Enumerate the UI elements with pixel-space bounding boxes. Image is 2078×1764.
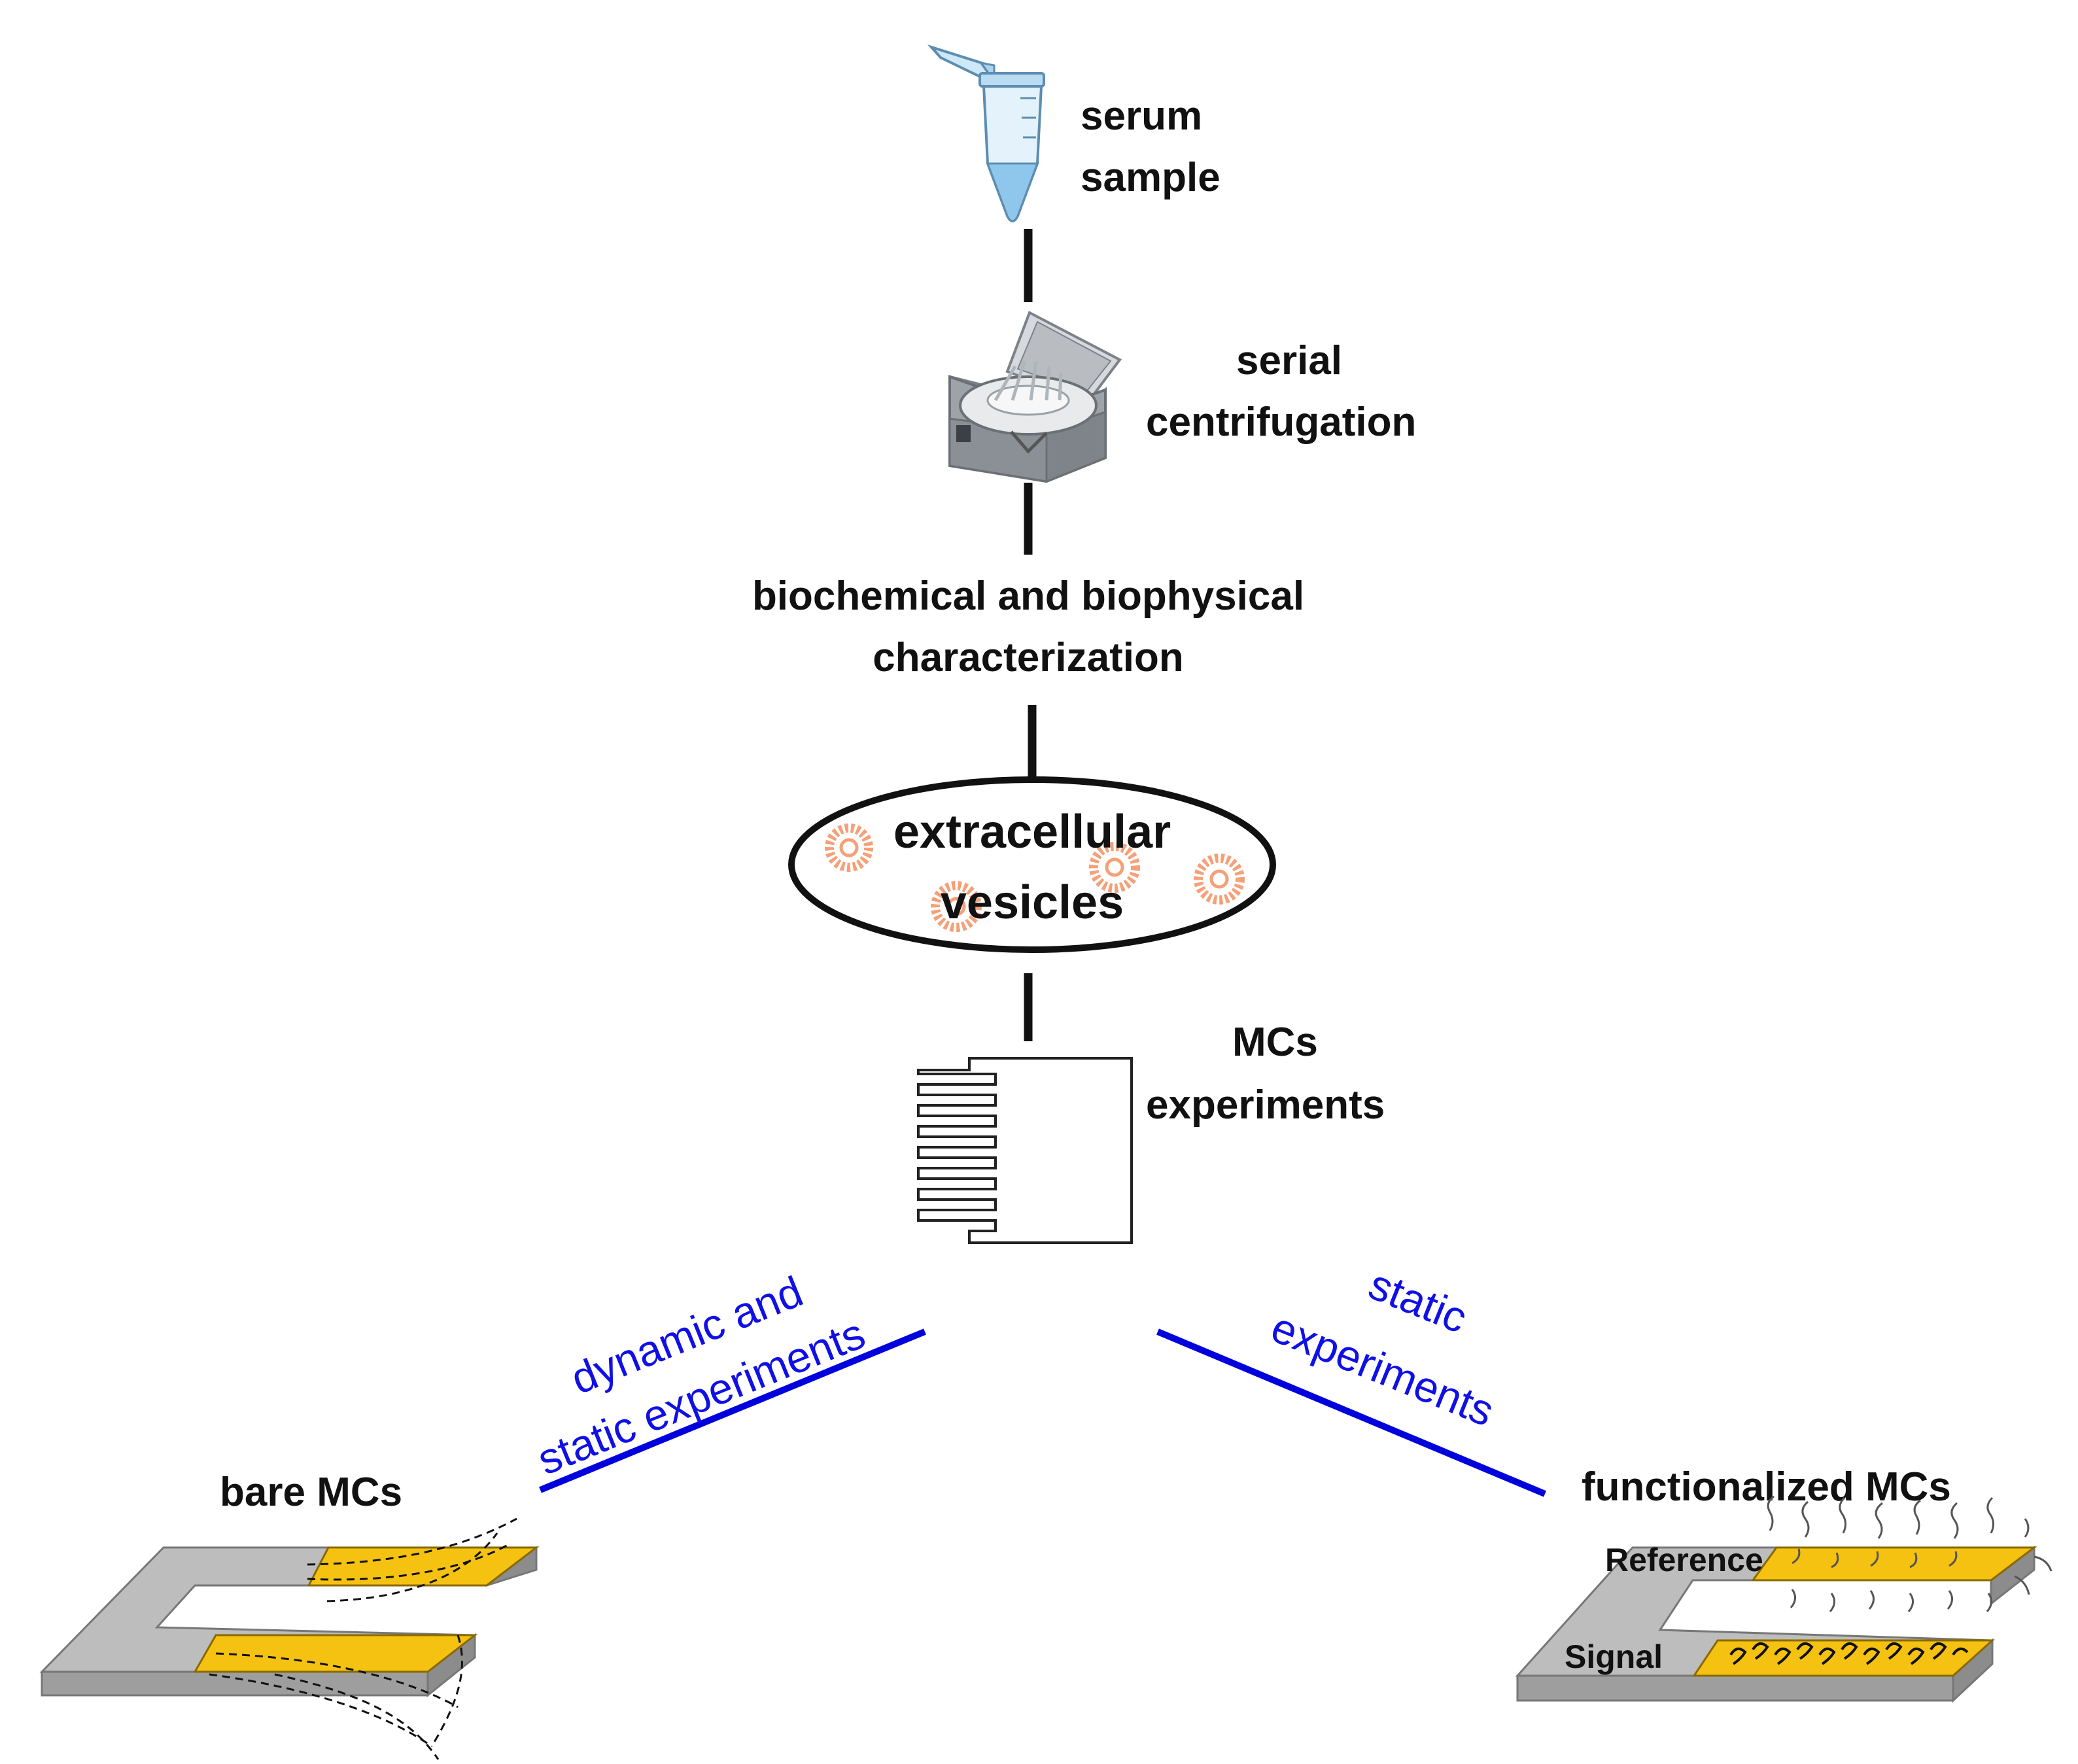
signal-label: Signal [1565, 1638, 1663, 1675]
centrifugation-label-line2: centrifugation [1146, 400, 1416, 445]
right-branch-label-line1: static [1362, 1260, 1474, 1342]
centrifugation-label-line1: serial [1236, 338, 1342, 383]
characterization-label-line2: characterization [873, 635, 1184, 680]
functionalized-cantilever-icon [1515, 1495, 2052, 1703]
right-branch-label-line2: experiments [1265, 1302, 1501, 1435]
vesicles-label-line2: vesicles [941, 876, 1124, 929]
serum-label-line1: serum [1081, 94, 1202, 139]
centrifuge-icon [948, 311, 1122, 483]
vesicle-icon [825, 823, 1245, 932]
tube-icon [927, 44, 1045, 222]
bound-vesicles [1729, 1642, 1969, 1665]
vesicles-ellipse [788, 776, 1276, 953]
cantilever-array-icon [917, 1057, 1133, 1244]
characterization-label-line1: biochemical and biophysical [752, 574, 1304, 619]
vesicles-label-line1: extracellular [893, 806, 1171, 858]
serum-label-line2: sample [1081, 155, 1221, 200]
reference-label: Reference [1605, 1542, 1763, 1578]
mcs-label-line1: MCs [1232, 1020, 1318, 1065]
branch-line-right [1156, 1328, 1546, 1497]
flow-connectors [1024, 229, 1037, 1041]
functionalized-mcs-title: functionalized MCs [1582, 1464, 1951, 1510]
bare-mcs-title: bare MCs [220, 1470, 402, 1515]
receptor-molecules [1767, 1495, 2052, 1612]
bare-cantilever-icon [39, 1517, 540, 1760]
branch-line-left [539, 1328, 926, 1493]
mcs-label-line2: experiments [1146, 1082, 1385, 1128]
